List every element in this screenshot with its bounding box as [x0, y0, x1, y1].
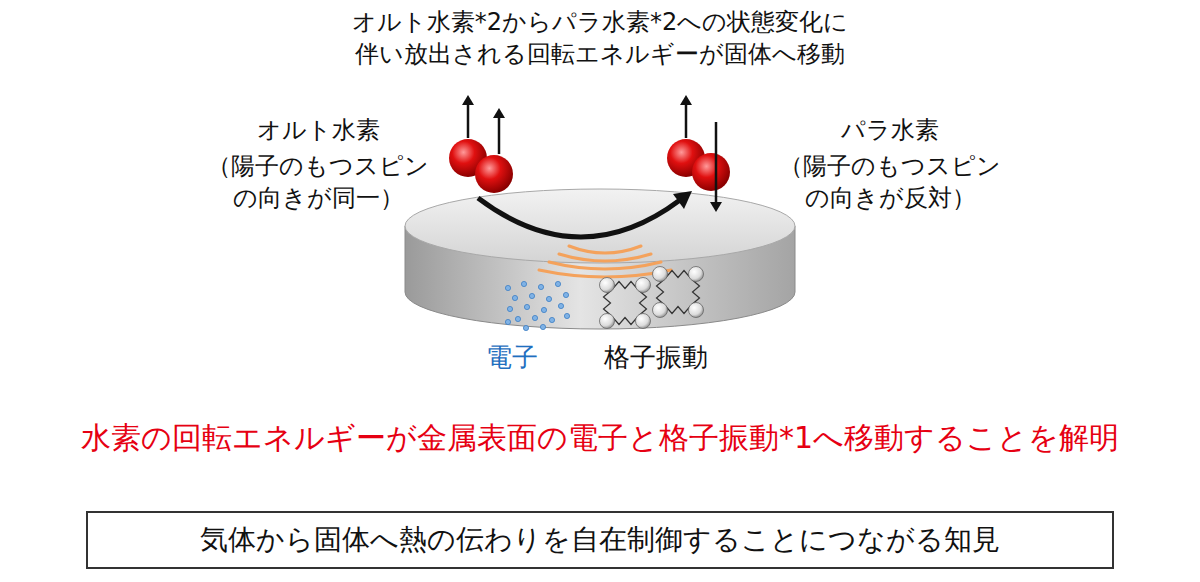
- electron: [521, 281, 526, 286]
- energy-wave: [569, 246, 641, 253]
- electron: [555, 281, 560, 286]
- electron: [512, 295, 517, 300]
- electron: [523, 325, 528, 330]
- electron: [564, 313, 569, 318]
- spin-arrow: [498, 116, 501, 154]
- spin-arrow: [715, 122, 718, 204]
- title: オルト水素*2からパラ水素*2への状態変化に 伴い放出される回転エネルギーが固体…: [350, 6, 851, 71]
- arrow-head: [673, 191, 692, 209]
- hydrogen-atom: [692, 153, 730, 191]
- species-name: パラ水素: [841, 114, 939, 146]
- electron: [505, 319, 510, 324]
- lattice-atom: [689, 303, 704, 318]
- part-label: 格子振動: [604, 340, 708, 375]
- electron: [505, 285, 510, 290]
- electron: [538, 284, 543, 289]
- spin-arrow: [467, 103, 470, 138]
- disk-top: [405, 189, 795, 263]
- electron: [507, 306, 512, 311]
- spin-arrow-head: [462, 95, 474, 105]
- species-note: （陽子のもつスピン の向きが同一）: [205, 150, 431, 215]
- spin-arrow-head: [710, 202, 722, 212]
- conclusion-box: 気体から固体へ熱の伝わりを自在制御することにつながる知見: [86, 511, 1114, 569]
- transition-arrow: [478, 198, 680, 237]
- electron: [541, 307, 546, 312]
- species-name: オルト水素: [257, 114, 380, 146]
- energy-wave: [559, 254, 651, 261]
- energy-wave: [539, 270, 671, 277]
- electron: [563, 292, 568, 297]
- finding-text: 水素の回転エネルギーが金属表面の電子と格子振動*1へ移動することを解明: [81, 418, 1119, 459]
- lattice-atom: [636, 314, 651, 329]
- lattice-atom: [636, 278, 651, 293]
- energy-wave: [549, 262, 661, 269]
- box-text: 気体から固体へ熱の伝わりを自在制御することにつながる知見: [200, 521, 1000, 559]
- hydrogen-atom: [475, 155, 513, 193]
- spin-arrow-head: [680, 95, 692, 105]
- electron: [532, 315, 537, 320]
- species-note: （陽子のもつスピン の向きが反対）: [777, 150, 1003, 215]
- part-label: 電子: [486, 340, 538, 375]
- lattice-atom: [653, 267, 668, 282]
- lattice-atom: [600, 314, 615, 329]
- electron: [540, 324, 545, 329]
- lattice-atom: [653, 303, 668, 318]
- electron: [524, 304, 529, 309]
- electron: [546, 296, 551, 301]
- electron: [515, 316, 520, 321]
- electron: [558, 303, 563, 308]
- lattice-atom: [600, 278, 615, 293]
- spin-arrow-head: [493, 108, 505, 118]
- electron: [549, 317, 554, 322]
- lattice-atom: [689, 267, 704, 282]
- electron: [529, 293, 534, 298]
- spin-arrow: [685, 103, 688, 138]
